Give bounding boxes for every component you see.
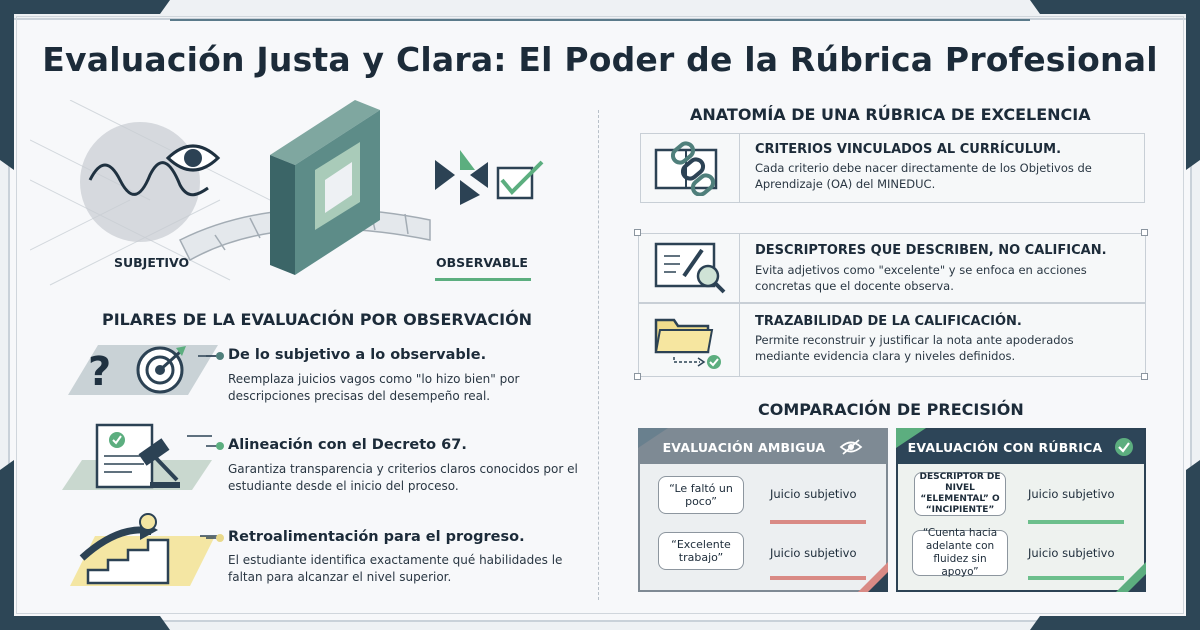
ambiguous-judgement-2: Juicio subjetivo bbox=[770, 546, 857, 560]
anatomy-card-1 bbox=[640, 133, 1145, 203]
comparison-heading: COMPARACIÓN DE PRECISIÓN bbox=[758, 400, 1024, 419]
eye-slash-icon bbox=[840, 439, 863, 455]
card-3-title: TRAZABILIDAD DE LA CALIFICACIÓN. bbox=[755, 314, 1022, 329]
stairs-lightbulb-icon bbox=[70, 513, 220, 586]
ambiguous-panel-corners bbox=[638, 428, 888, 592]
card-2-desc: Evita adjetivos como "excelente" y se en… bbox=[755, 263, 1087, 293]
page-title: Evaluación Justa y Clara: El Poder de la… bbox=[42, 40, 1158, 79]
pillars-heading: PILARES DE LA EVALUACIÓN POR OBSERVACIÓN bbox=[102, 310, 533, 329]
rubric-judgement-1: Juicio subjetivo bbox=[1028, 487, 1115, 501]
selection-handle bbox=[634, 373, 641, 380]
fog-circle-icon bbox=[80, 122, 200, 242]
column-divider bbox=[598, 110, 599, 600]
green-bar bbox=[1028, 576, 1124, 580]
card-2-title: DESCRIPTORES QUE DESCRIBEN, NO CALIFICAN… bbox=[755, 243, 1107, 258]
ambiguous-quote-2: “Excelente trabajo” bbox=[658, 532, 744, 570]
svg-text:?: ? bbox=[88, 349, 111, 395]
pillar-2-title: Alineación con el Decreto 67. bbox=[228, 437, 467, 453]
rubric-judgement-2: Juicio subjetivo bbox=[1028, 546, 1115, 560]
red-bar bbox=[770, 576, 866, 580]
x-logo-icon bbox=[435, 150, 488, 205]
bullet-dot-icon bbox=[206, 442, 224, 450]
observable-label: OBSERVABLE bbox=[436, 255, 528, 270]
selection-handle bbox=[634, 229, 641, 236]
folder-check-icon bbox=[654, 318, 721, 369]
ambiguous-panel-title: EVALUACIÓN AMBIGUA bbox=[662, 439, 826, 455]
pillar-2-desc: Garantiza transparencia y criterios clar… bbox=[228, 462, 578, 493]
ambiguous-quote-1: “Le faltó un poco” bbox=[658, 476, 744, 514]
rubric-panel-corners bbox=[896, 428, 1146, 592]
rubric-panel-title: EVALUACIÓN CON RÚBRICA bbox=[907, 439, 1103, 455]
book-chain-icon bbox=[654, 141, 718, 196]
green-bar bbox=[1028, 520, 1124, 524]
screen-magnifier-icon bbox=[654, 242, 726, 294]
ambiguous-judgement-1: Juicio subjetivo bbox=[770, 487, 857, 501]
selection-handle bbox=[1141, 229, 1148, 236]
card-3-desc: Permite reconstruir y justificar la nota… bbox=[755, 333, 1074, 363]
hero-illustration bbox=[30, 100, 544, 286]
ambiguous-panel: EVALUACIÓN AMBIGUA bbox=[638, 428, 888, 592]
rubric-quote-1: DESCRIPTOR DE NIVEL “ELEMENTAL” O “INCIP… bbox=[914, 472, 1006, 516]
eye-icon bbox=[165, 144, 221, 172]
subjective-label: SUBJETIVO bbox=[114, 255, 190, 270]
pillar-3-title: Retroalimentación para el progreso. bbox=[228, 529, 525, 545]
gavel-document-icon bbox=[62, 423, 212, 490]
selection-handle bbox=[1141, 373, 1148, 380]
bullet-dot-icon bbox=[206, 352, 224, 360]
rubric-quote-2: “Cuenta hacia adelante con fluidez sin a… bbox=[912, 527, 1008, 578]
check-circle-icon bbox=[1115, 438, 1134, 456]
checkbox-check-icon bbox=[496, 160, 544, 200]
pillar-1-desc: Reemplaza juicios vagos como "lo hizo bi… bbox=[228, 372, 520, 403]
pillar-1-title: De lo subjetivo a lo observable. bbox=[228, 347, 487, 363]
pillar-3-desc: El estudiante identifica exactamente qué… bbox=[228, 553, 563, 584]
target-question-icon: ? bbox=[68, 345, 218, 395]
bullet-dot-icon bbox=[206, 534, 224, 542]
card-1-title: CRITERIOS VINCULADOS AL CURRÍCULUM. bbox=[755, 142, 1062, 157]
frame-block-icon bbox=[270, 100, 380, 275]
anatomy-card-3 bbox=[638, 303, 1146, 377]
red-bar bbox=[770, 520, 866, 524]
card-1-desc: Cada criterio debe nacer directamente de… bbox=[755, 161, 1092, 191]
anatomy-heading: ANATOMÍA DE UNA RÚBRICA DE EXCELENCIA bbox=[690, 105, 1091, 124]
